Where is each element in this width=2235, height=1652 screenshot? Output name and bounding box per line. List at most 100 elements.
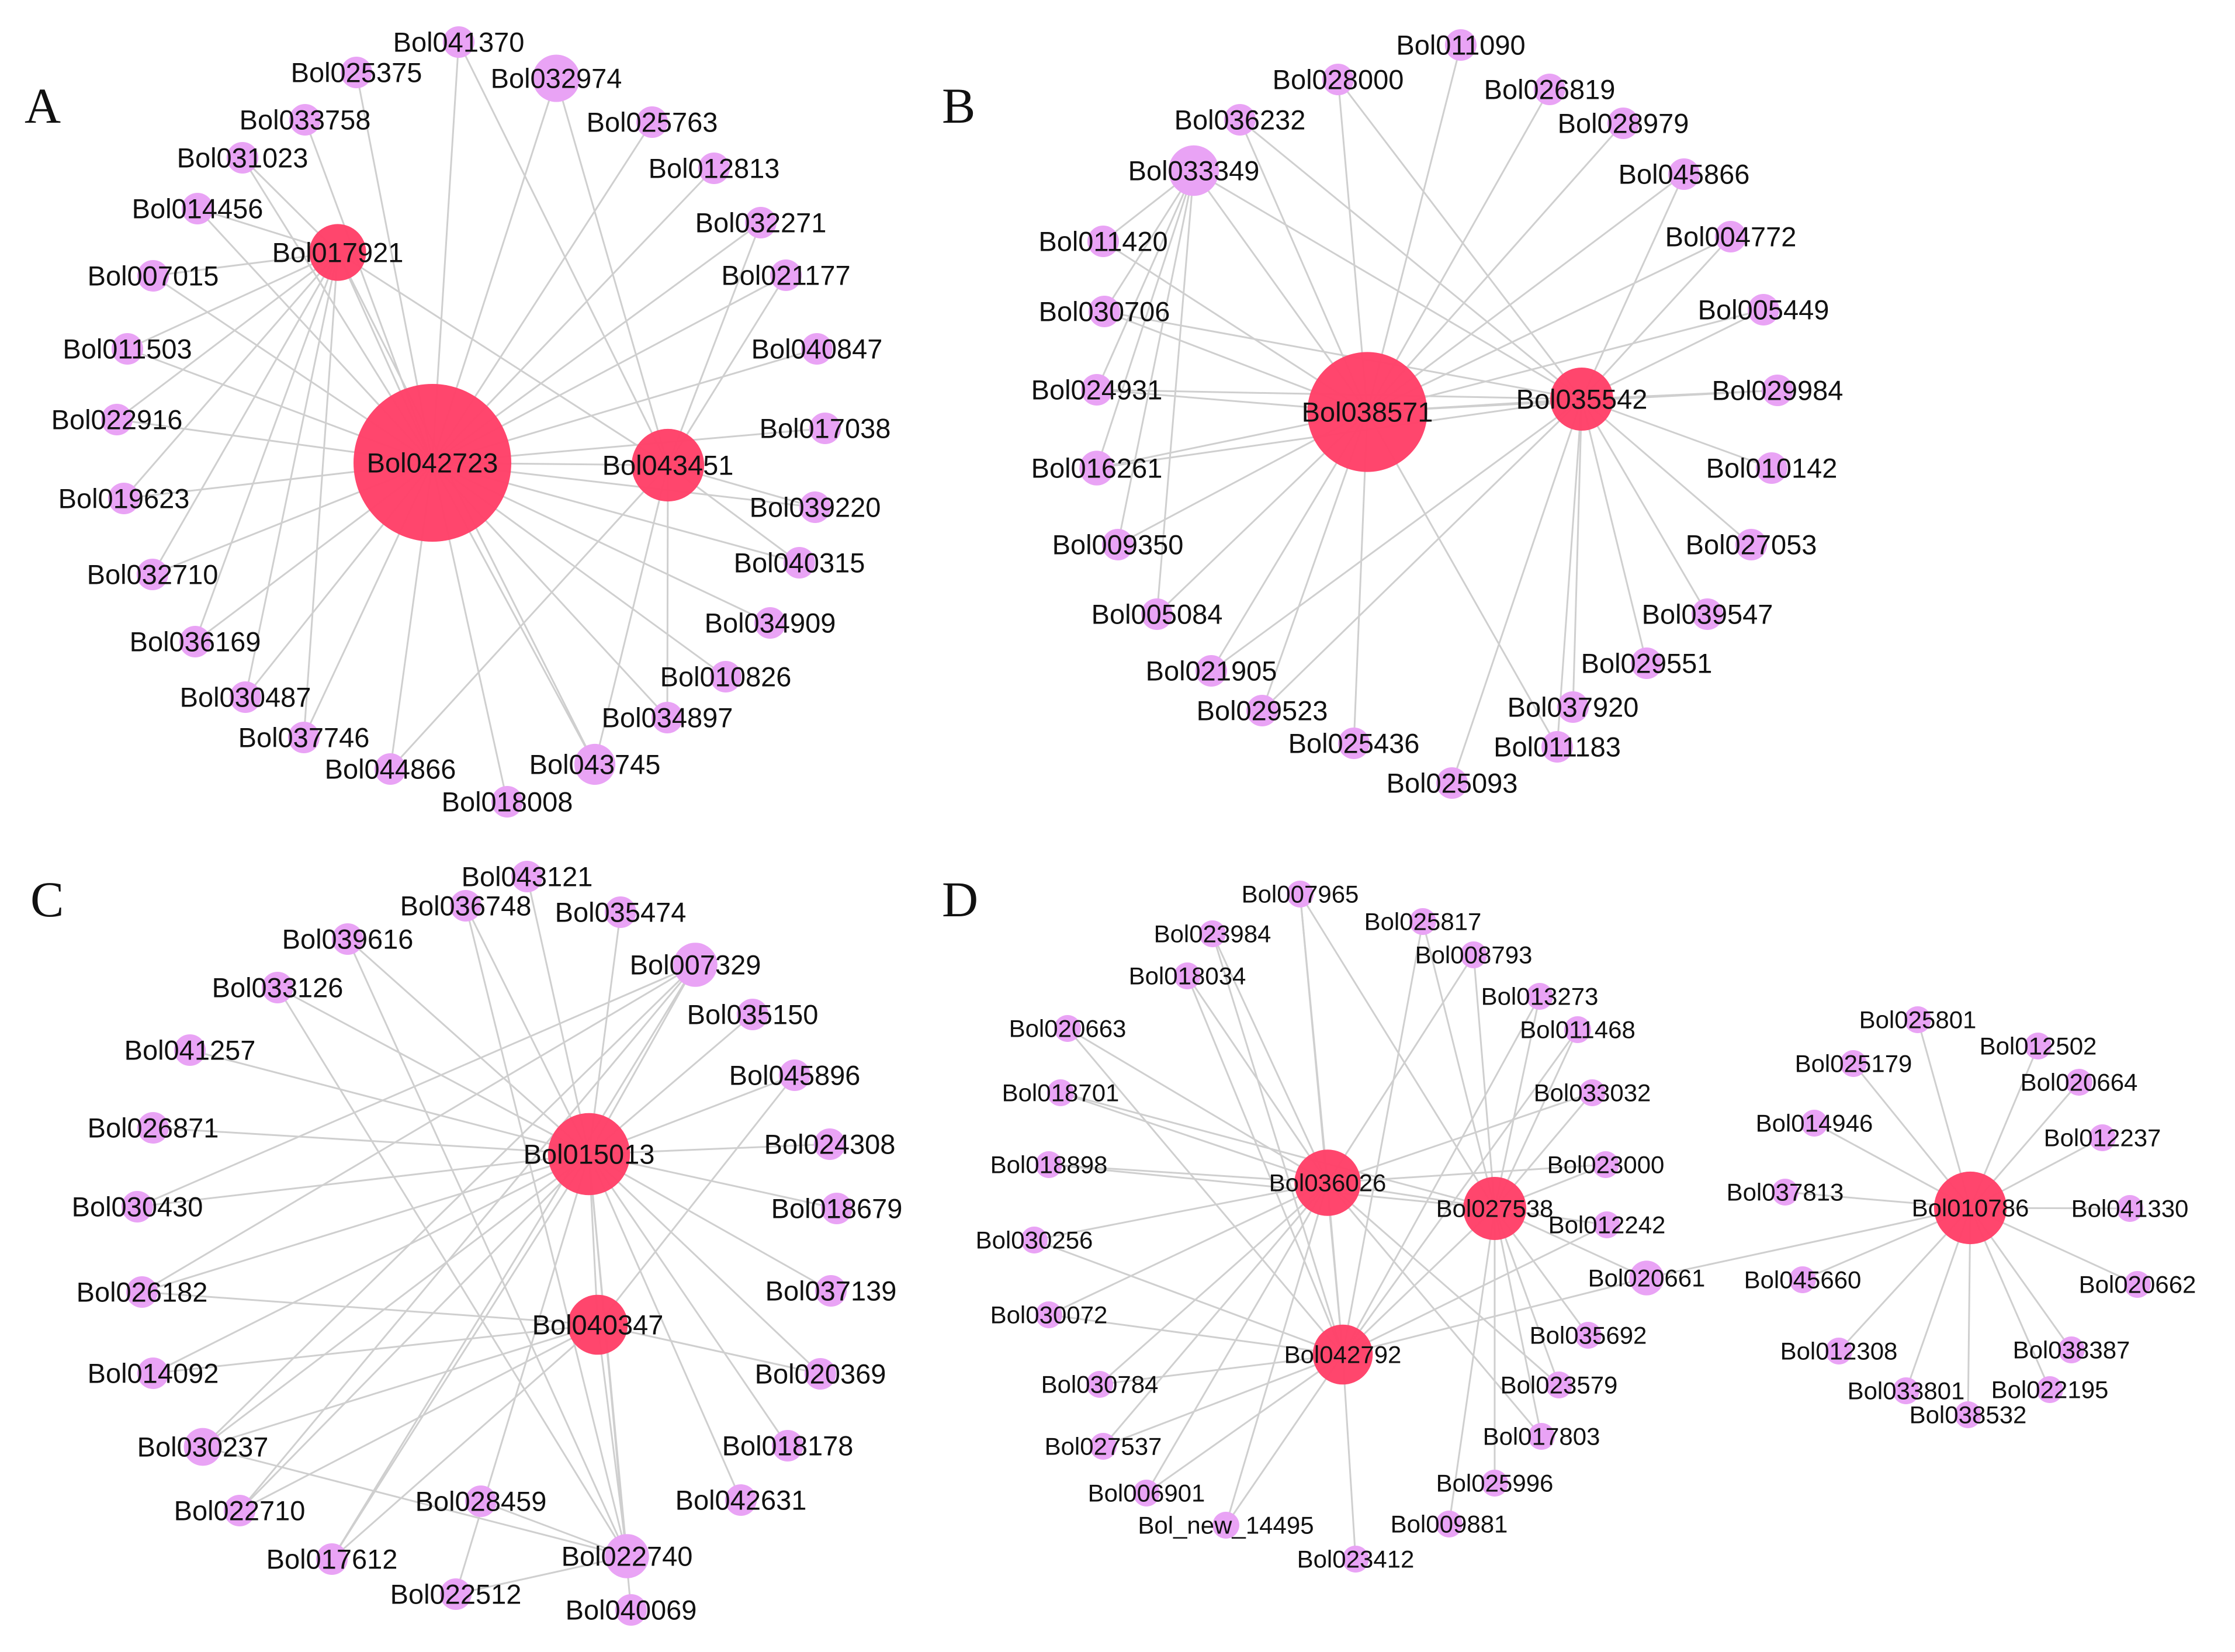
node-bol027538[interactable]: Bol027538 <box>1436 1177 1554 1240</box>
node-bol011183[interactable]: Bol011183 <box>1494 731 1621 763</box>
node-bol018008[interactable]: Bol018008 <box>442 786 573 818</box>
node-bol019623[interactable]: Bol019623 <box>58 483 190 514</box>
node-bol033801[interactable]: Bol033801 <box>1848 1377 1965 1405</box>
node-bol014092[interactable]: Bol014092 <box>88 1357 219 1389</box>
node-bol040847[interactable]: Bol040847 <box>751 333 883 365</box>
node-bol043745[interactable]: Bol043745 <box>529 743 661 785</box>
node-bol005449[interactable]: Bol005449 <box>1698 294 1829 325</box>
node-bol010142[interactable]: Bol010142 <box>1706 452 1838 484</box>
node-bol026182[interactable]: Bol026182 <box>77 1276 208 1308</box>
node-bol028459[interactable]: Bol028459 <box>415 1485 547 1517</box>
node-bol033126[interactable]: Bol033126 <box>212 972 344 1003</box>
node-bol040347[interactable]: Bol040347 <box>532 1294 664 1355</box>
node-bol012237[interactable]: Bol012237 <box>2044 1124 2161 1152</box>
node-bol014946[interactable]: Bol014946 <box>1756 1110 1873 1137</box>
node-bol039616[interactable]: Bol039616 <box>282 923 414 955</box>
node-bol027053[interactable]: Bol027053 <box>1686 529 1817 560</box>
node-bol012308[interactable]: Bol012308 <box>1780 1338 1898 1365</box>
node-bol007329[interactable]: Bol007329 <box>630 943 761 987</box>
node-bol040069[interactable]: Bol040069 <box>566 1594 697 1626</box>
node-bol036748[interactable]: Bol036748 <box>400 890 532 922</box>
node-bol005084[interactable]: Bol005084 <box>1091 598 1223 630</box>
node-bol025996[interactable]: Bol025996 <box>1436 1470 1554 1497</box>
node-bol021905[interactable]: Bol021905 <box>1146 655 1277 687</box>
node-bol020661[interactable]: Bol020661 <box>1588 1260 1706 1296</box>
node-bol018679[interactable]: Bol018679 <box>771 1193 903 1224</box>
node-bol043451[interactable]: Bol043451 <box>602 428 734 502</box>
node-bol026871[interactable]: Bol026871 <box>88 1112 219 1144</box>
node-bol039220[interactable]: Bol039220 <box>750 491 881 523</box>
node-bol017921[interactable]: Bol017921 <box>272 224 404 281</box>
node-bol025801[interactable]: Bol025801 <box>1859 1006 1977 1034</box>
node-bol032974[interactable]: Bol032974 <box>491 54 622 102</box>
node-bol033349[interactable]: Bol033349 <box>1128 145 1260 196</box>
node-bol007015[interactable]: Bol007015 <box>88 260 219 292</box>
node-bol011503[interactable]: Bol011503 <box>63 333 192 365</box>
node-bol023579[interactable]: Bol023579 <box>1501 1372 1618 1399</box>
node-bol017038[interactable]: Bol017038 <box>760 413 891 444</box>
node-bol014456[interactable]: Bol014456 <box>132 193 264 224</box>
node-bol026819[interactable]: Bol026819 <box>1484 74 1616 105</box>
node-bol025436[interactable]: Bol025436 <box>1288 728 1420 759</box>
node-bol023984[interactable]: Bol023984 <box>1154 920 1271 948</box>
node-bol035150[interactable]: Bol035150 <box>687 999 819 1030</box>
node-bol029523[interactable]: Bol029523 <box>1197 695 1328 726</box>
node-bol016261[interactable]: Bol016261 <box>1031 451 1163 486</box>
node-bol035542[interactable]: Bol035542 <box>1516 368 1648 431</box>
node-bol042631[interactable]: Bol042631 <box>675 1484 807 1516</box>
node-bol012502[interactable]: Bol012502 <box>1980 1033 2097 1060</box>
node-bol038532[interactable]: Bol038532 <box>1910 1401 2027 1429</box>
node-bol017803[interactable]: Bol017803 <box>1483 1423 1600 1450</box>
node-bol020663[interactable]: Bol020663 <box>1009 1015 1127 1043</box>
node-bol023000[interactable]: Bol023000 <box>1547 1151 1665 1179</box>
node-bol041370[interactable]: Bol041370 <box>393 26 525 58</box>
node-bol036232[interactable]: Bol036232 <box>1174 104 1306 136</box>
node-bol022195[interactable]: Bol022195 <box>1991 1376 2109 1404</box>
node-bol022512[interactable]: Bol022512 <box>390 1578 522 1610</box>
node-bol018178[interactable]: Bol018178 <box>722 1430 854 1461</box>
node-bol007965[interactable]: Bol007965 <box>1242 881 1359 908</box>
node-bol010786[interactable]: Bol010786 <box>1912 1171 2029 1245</box>
node-bol032710[interactable]: Bol032710 <box>87 559 219 590</box>
node-bol030706[interactable]: Bol030706 <box>1039 296 1170 327</box>
node-bol029551[interactable]: Bol029551 <box>1581 647 1713 679</box>
node-bol027537[interactable]: Bol027537 <box>1045 1433 1162 1460</box>
node-bol020664[interactable]: Bol020664 <box>2021 1069 2138 1096</box>
node-bol011420[interactable]: Bol011420 <box>1038 226 1168 257</box>
node-bol038387[interactable]: Bol038387 <box>2013 1336 2130 1364</box>
node-bol022916[interactable]: Bol022916 <box>51 404 183 435</box>
node-bol024931[interactable]: Bol024931 <box>1031 374 1163 406</box>
node-bol034897[interactable]: Bol034897 <box>602 702 733 733</box>
node-bol011468[interactable]: Bol011468 <box>1520 1016 1635 1044</box>
node-bol009350[interactable]: Bol009350 <box>1052 529 1184 560</box>
node-bol_new_14495[interactable]: Bol_new_14495 <box>1138 1512 1314 1539</box>
node-bol033032[interactable]: Bol033032 <box>1534 1079 1651 1107</box>
node-bol032271[interactable]: Bol032271 <box>695 207 827 238</box>
node-bol030237[interactable]: Bol030237 <box>137 1428 269 1466</box>
node-bol010826[interactable]: Bol010826 <box>660 661 792 692</box>
node-bol045896[interactable]: Bol045896 <box>729 1059 861 1091</box>
node-bol023412[interactable]: Bol023412 <box>1297 1546 1415 1573</box>
node-bol030430[interactable]: Bol030430 <box>72 1191 203 1222</box>
node-bol028000[interactable]: Bol028000 <box>1273 64 1404 95</box>
node-bol034909[interactable]: Bol034909 <box>705 607 836 639</box>
node-bol035474[interactable]: Bol035474 <box>555 896 687 928</box>
node-bol042723[interactable]: Bol042723 <box>354 384 511 542</box>
node-bol025817[interactable]: Bol025817 <box>1364 908 1482 936</box>
node-bol024308[interactable]: Bol024308 <box>764 1128 896 1160</box>
node-bol025093[interactable]: Bol025093 <box>1387 767 1518 799</box>
node-bol037813[interactable]: Bol037813 <box>1727 1179 1844 1206</box>
node-bol036169[interactable]: Bol036169 <box>130 626 261 657</box>
node-bol025179[interactable]: Bol025179 <box>1795 1050 1912 1078</box>
node-bol029984[interactable]: Bol029984 <box>1712 375 1844 406</box>
node-bol038571[interactable]: Bol038571 <box>1302 352 1433 472</box>
node-bol020662[interactable]: Bol020662 <box>2079 1271 2196 1298</box>
node-bol033758[interactable]: Bol033758 <box>240 104 371 136</box>
node-bol004772[interactable]: Bol004772 <box>1665 221 1797 252</box>
node-bol013273[interactable]: Bol013273 <box>1481 983 1599 1010</box>
node-bol015013[interactable]: Bol015013 <box>524 1113 655 1196</box>
node-bol011090[interactable]: Bol011090 <box>1396 29 1526 61</box>
node-bol025375[interactable]: Bol025375 <box>291 57 422 88</box>
node-bol045660[interactable]: Bol045660 <box>1744 1266 1862 1294</box>
node-bol006901[interactable]: Bol006901 <box>1088 1480 1205 1507</box>
